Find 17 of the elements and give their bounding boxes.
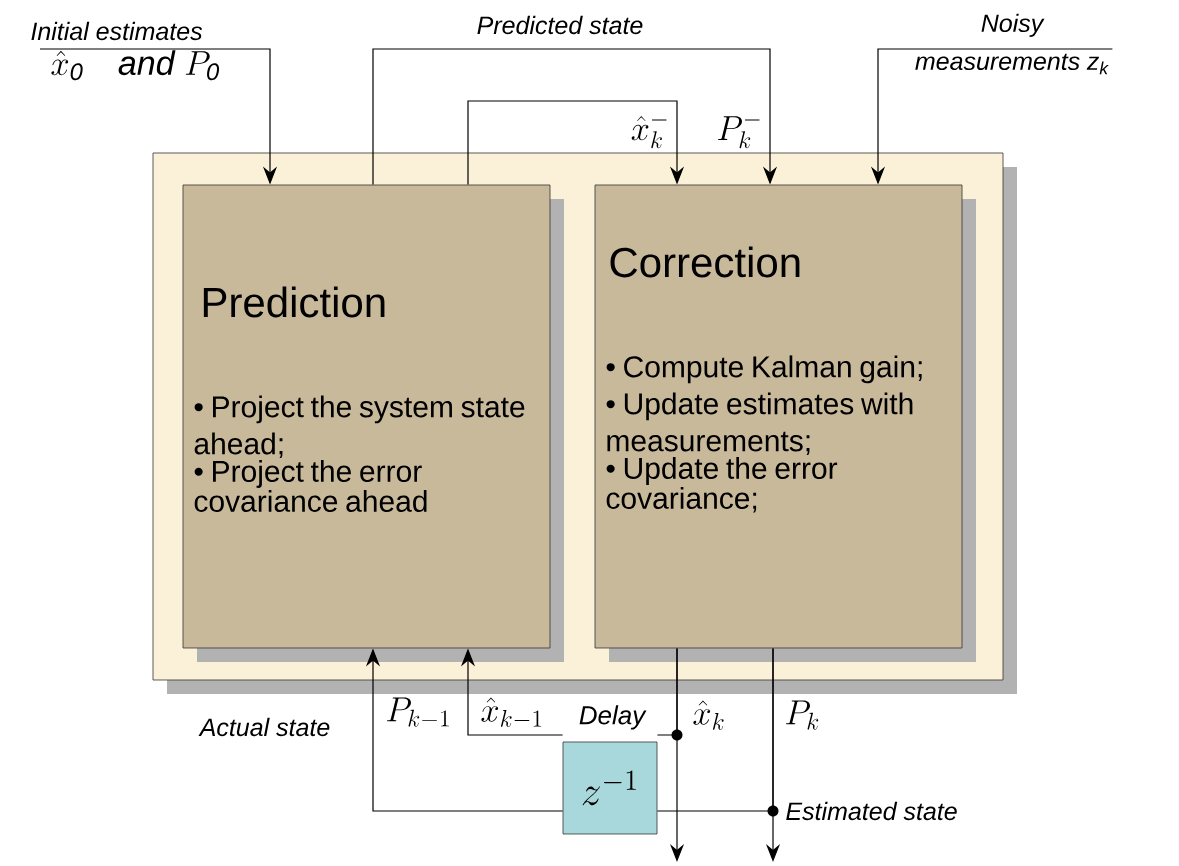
label: Estimated state (786, 801, 957, 821)
edge-label: $P_{k-1}$ (387, 697, 449, 727)
label: Predicted state (477, 15, 643, 35)
label: Actual state (198, 717, 330, 737)
process-box: Correction • Compute Kalman gain; • Update estimates with measurements; • Update the error covariance; (594, 184, 976, 662)
edge-label: $\hat{x}_{k}^{-}$ (631, 115, 667, 149)
edge-label: $\hat{x}_{k-1}$ (481, 697, 542, 727)
delay-box: $z^{-1}$ (562, 741, 658, 835)
arrow (467, 100, 685, 186)
process-box: Prediction • Project the system state ahead; • Project the error covariance ahead (182, 184, 564, 662)
text-label: Initial estimates $\hat{x}_{\mathit{0}} \quad \textit{and} \; P_{\mathit{0}}$ (31, 21, 220, 81)
arrow (372, 48, 778, 186)
text-label: Noisy measurements z$_{k}$ (915, 13, 1109, 75)
box-caption: Delay (579, 705, 647, 730)
edge-label: $\hat{x}_{k}$ (693, 700, 724, 730)
edge-label: $P_{k}^{-}$ (718, 116, 760, 149)
edge-label: $P_{k}$ (786, 700, 819, 730)
